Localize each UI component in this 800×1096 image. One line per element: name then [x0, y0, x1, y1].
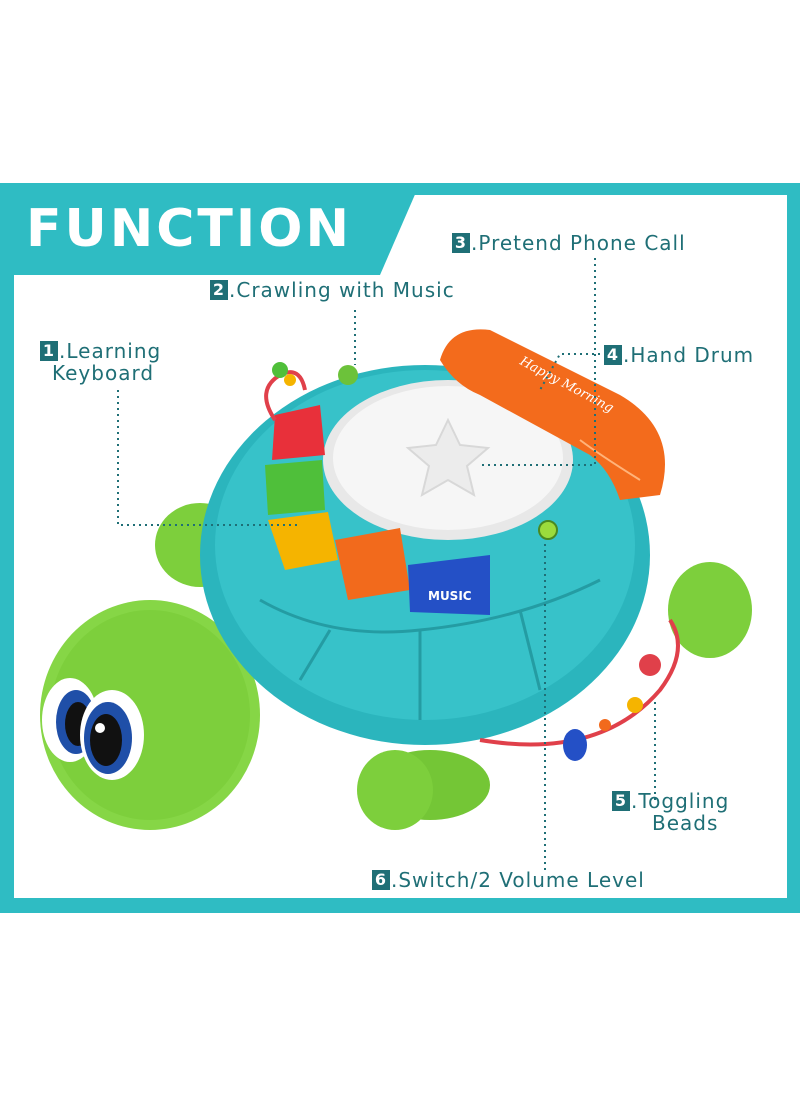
- key-lullaby: [268, 512, 338, 570]
- bead: [639, 654, 661, 676]
- callout-number: 4: [604, 345, 622, 365]
- key-animal-sounds: [335, 528, 410, 600]
- callout-number: 3: [452, 233, 470, 253]
- callout-number: 6: [372, 870, 390, 890]
- callout-toggling-beads: 5.Toggling Beads: [612, 790, 729, 834]
- callout-number: 5: [612, 791, 630, 811]
- bead: [284, 374, 296, 386]
- volume-switch: [538, 520, 558, 540]
- page-title: FUNCTION: [26, 199, 352, 259]
- key-music: [408, 555, 490, 615]
- callout-switch-volume: 6.Switch/2 Volume Level: [372, 869, 645, 891]
- callout-learning-keyboard: 1.Learning Keyboard: [40, 340, 161, 384]
- title-tab: [0, 183, 420, 275]
- bead: [627, 697, 643, 713]
- crawl-button: [338, 365, 358, 385]
- bead: [272, 362, 288, 378]
- callout-crawling-music: 2.Crawling with Music: [210, 279, 455, 301]
- leader-line-4: [539, 353, 600, 391]
- callout-phone-call: 3.Pretend Phone Call: [452, 232, 686, 254]
- key-123: [265, 460, 325, 515]
- bead: [599, 719, 611, 731]
- callout-hand-drum: 4.Hand Drum: [604, 344, 754, 366]
- callout-number: 1: [40, 341, 58, 361]
- turtle-leg: [357, 750, 433, 830]
- svg-text:MUSIC: MUSIC: [428, 589, 472, 603]
- callout-number: 2: [210, 280, 228, 300]
- bead: [563, 729, 587, 761]
- turtle-leg: [668, 562, 752, 658]
- key-ab: [272, 405, 325, 460]
- leader-line-3: [480, 258, 596, 466]
